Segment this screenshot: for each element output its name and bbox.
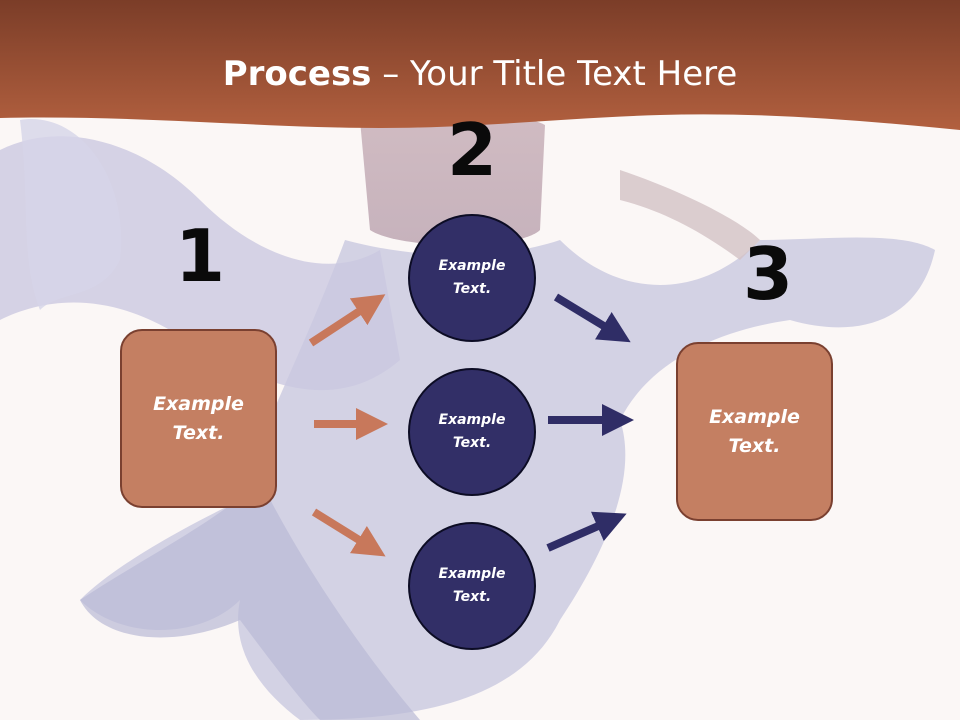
step-number-1: 1 xyxy=(174,214,226,298)
step-2-circle-top-text: Example Text. xyxy=(438,258,506,297)
title-rest: – Your Title Text Here xyxy=(371,54,738,94)
step-2-circle-bottom: Example Text. xyxy=(408,522,536,650)
step-3-box: Example Text. xyxy=(676,342,833,521)
step-2-circle-bottom-text: Example Text. xyxy=(438,566,506,605)
step-3-box-text: Example Text. xyxy=(709,405,800,457)
step-2-circle-middle-text: Example Text. xyxy=(438,412,506,451)
step-number-3: 3 xyxy=(742,232,794,316)
step-number-2: 2 xyxy=(446,108,498,192)
step-1-box-text: Example Text. xyxy=(153,392,244,444)
step-2-circle-middle: Example Text. xyxy=(408,368,536,496)
step-2-circle-top: Example Text. xyxy=(408,214,536,342)
slide-title: Process – Your Title Text Here xyxy=(0,52,960,96)
arrow-left-down xyxy=(311,508,386,557)
arrow-left-up xyxy=(308,294,386,347)
step-1-box: Example Text. xyxy=(120,329,277,508)
title-bold: Process xyxy=(222,54,372,94)
arrow-right-down xyxy=(553,293,631,343)
arrow-right-up xyxy=(546,511,627,552)
